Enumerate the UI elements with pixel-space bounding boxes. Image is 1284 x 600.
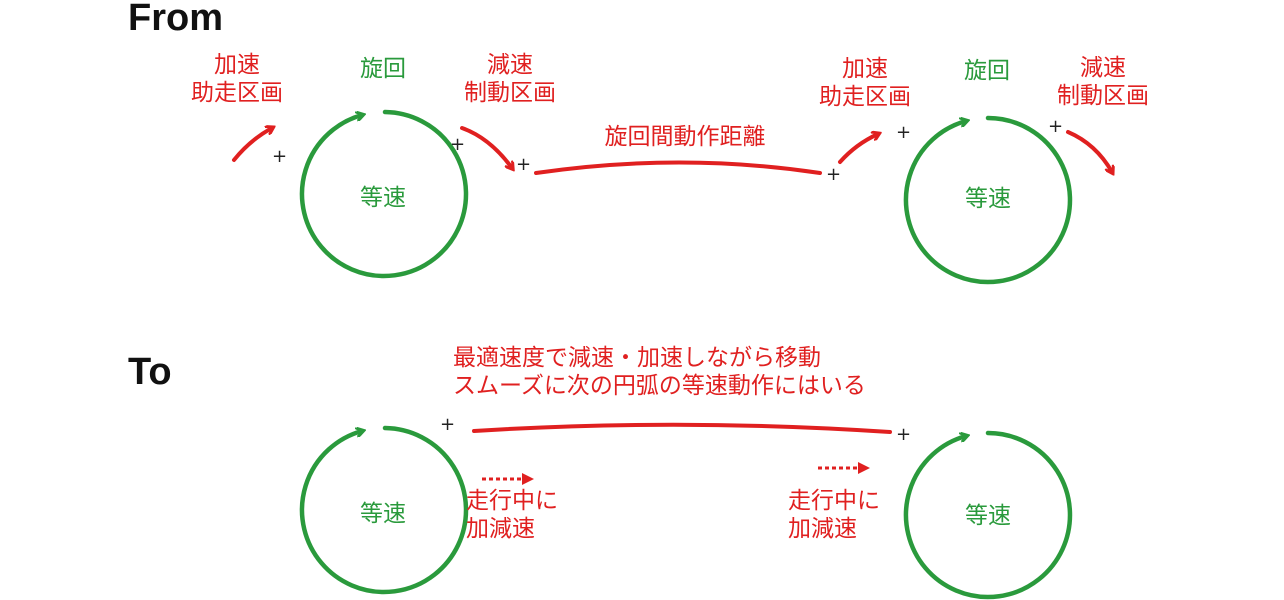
from-right-accel-line2: 助走区画: [819, 83, 911, 110]
to-left-accel-line1: 走行中に: [466, 488, 558, 514]
to-left-constant-label: 等速: [360, 501, 406, 527]
to-transit-line2: スムーズに次の円弧の等速動作にはいる: [453, 372, 866, 399]
from-plus-3: +: [516, 154, 532, 175]
from-transit-line: [534, 160, 822, 175]
from-left-constant-label: 等速: [360, 185, 406, 211]
to-right-constant-label: 等速: [965, 503, 1011, 529]
to-transit-line: [472, 422, 892, 434]
from-plus-2: +: [450, 134, 466, 155]
from-right-decel-line2: 制動区画: [1057, 82, 1149, 109]
to-right-accel-line1: 走行中に: [788, 488, 880, 514]
from-heading: From: [128, 0, 223, 39]
from-right-decel-line1: 減速: [1080, 55, 1126, 81]
from-left-accel-line2: 助走区画: [191, 79, 283, 106]
from-plus-4: +: [826, 164, 842, 185]
from-left-accel-arrow: [232, 128, 272, 162]
from-left-accel-label: 加速 助走区画: [182, 52, 292, 107]
from-left-decel-line2: 制動区画: [464, 79, 556, 106]
to-left-accel-line2: 加減速: [466, 515, 535, 542]
from-left-decel-arrow: [460, 126, 512, 168]
to-transit-label: 最適速度で減速・加速しながら移動 スムーズに次の円弧の等速動作にはいる: [453, 345, 866, 400]
from-left-turn-label: 旋回: [360, 56, 406, 82]
from-plus-5: +: [896, 122, 912, 143]
to-transit-line1: 最適速度で減速・加速しながら移動: [453, 345, 821, 371]
to-right-circle: [903, 430, 1073, 600]
to-left-circle: [299, 425, 469, 595]
from-right-accel-arrow: [838, 134, 878, 164]
from-right-circle: [903, 115, 1073, 285]
to-right-accel-line2: 加減速: [788, 515, 857, 542]
to-left-accel-note: 走行中に 加減速: [466, 488, 558, 543]
from-plus-6: +: [1048, 116, 1064, 137]
to-heading: To: [128, 351, 172, 393]
from-right-turn-label: 旋回: [964, 58, 1010, 84]
from-transit-label: 旋回間動作距離: [604, 124, 766, 150]
from-right-accel-label: 加速 助走区画: [810, 56, 920, 111]
from-right-decel-arrow: [1066, 130, 1112, 172]
from-right-constant-label: 等速: [965, 186, 1011, 212]
to-plus-2: +: [896, 424, 912, 445]
from-left-circle: [299, 109, 469, 279]
from-right-decel-label: 減速 制動区画: [1048, 55, 1158, 110]
to-plus-1: +: [440, 414, 456, 435]
to-right-accel-note: 走行中に 加減速: [788, 488, 880, 543]
from-left-decel-label: 減速 制動区画: [455, 52, 565, 107]
from-left-accel-line1: 加速: [214, 52, 260, 78]
from-left-decel-line1: 減速: [487, 52, 533, 78]
from-plus-1: +: [272, 146, 288, 167]
from-right-accel-line1: 加速: [842, 56, 888, 82]
